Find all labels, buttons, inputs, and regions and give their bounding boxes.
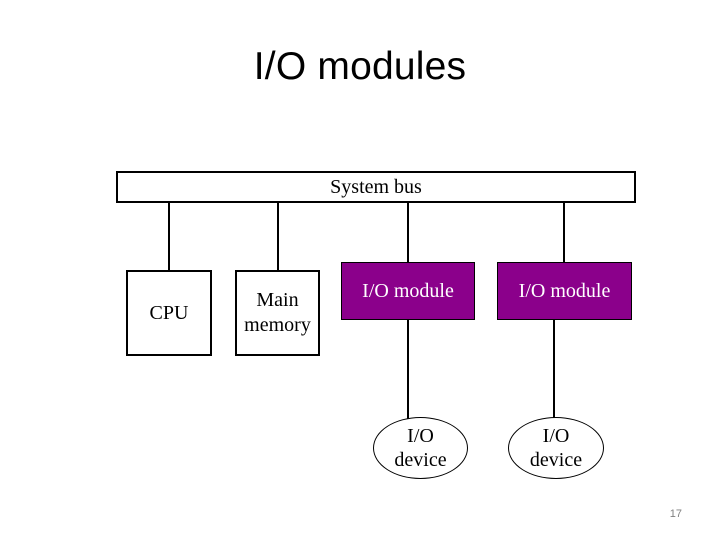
node-io-module-1-label: I/O module <box>362 279 454 302</box>
node-io-device-1: I/O device <box>373 417 468 479</box>
node-io-device-2-label-line2: device <box>529 449 583 471</box>
node-io-device-2: I/O device <box>508 417 604 479</box>
node-io-module-2: I/O module <box>497 262 632 320</box>
page-title: I/O modules <box>253 45 467 88</box>
system-bus: System bus <box>116 171 636 203</box>
connector-io-module-1-to-device <box>407 320 409 419</box>
connector-bus-to-cpu <box>168 203 170 271</box>
node-io-device-1-label: I/O device <box>394 424 446 472</box>
node-io-device-1-label-line1: I/O <box>407 425 434 447</box>
node-io-module-1: I/O module <box>341 262 475 320</box>
node-main-memory: Main memory <box>235 270 320 356</box>
node-io-module-2-label: I/O module <box>518 279 611 302</box>
node-main-memory-label: Main memory <box>237 288 318 338</box>
node-cpu: CPU <box>126 270 212 356</box>
connector-bus-to-io-module-1 <box>407 203 409 263</box>
node-io-device-2-label: I/O device <box>530 424 582 472</box>
node-main-memory-label-line2: memory <box>244 314 311 336</box>
node-io-device-1-label-line2: device <box>394 449 447 471</box>
node-main-memory-label-line1: Main <box>256 289 299 311</box>
page-number: 17 <box>669 508 682 520</box>
system-bus-label: System bus <box>330 175 422 198</box>
connector-io-module-2-to-device <box>553 320 555 419</box>
connector-bus-to-io-module-2 <box>563 203 565 263</box>
node-io-device-2-label-line1: I/O <box>542 425 570 447</box>
connector-bus-to-main-memory <box>277 203 279 271</box>
node-cpu-label: CPU <box>149 301 189 324</box>
